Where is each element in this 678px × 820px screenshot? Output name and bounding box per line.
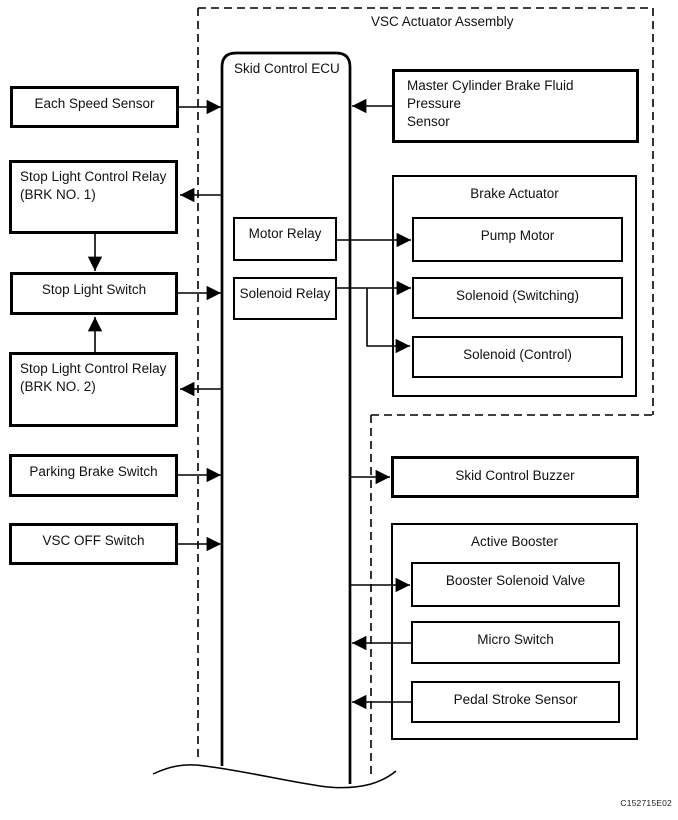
figure-code: C152715E02 xyxy=(620,798,672,808)
box-stop-light-control-relay-1: Stop Light Control Relay (BRK NO. 1) xyxy=(9,160,178,234)
box-booster-solenoid-valve: Booster Solenoid Valve xyxy=(411,562,620,607)
assembly-label: VSC Actuator Assembly xyxy=(371,14,514,29)
box-parking-brake-switch: Parking Brake Switch xyxy=(9,454,178,497)
box-each-speed-sensor: Each Speed Sensor xyxy=(10,86,179,128)
box-solenoid-control: Solenoid (Control) xyxy=(412,336,623,378)
break-wave xyxy=(152,764,397,789)
box-micro-switch: Micro Switch xyxy=(411,621,620,664)
box-solenoid-switching: Solenoid (Switching) xyxy=(412,277,623,319)
ecu-box-outline xyxy=(220,51,352,784)
box-stop-light-switch: Stop Light Switch xyxy=(10,272,178,315)
box-motor-relay: Motor Relay xyxy=(233,217,337,261)
box-solenoid-relay: Solenoid Relay xyxy=(233,277,337,320)
box-master-cylinder-pressure-sensor: Master Cylinder Brake Fluid Pressure Sen… xyxy=(392,69,639,143)
box-stop-light-control-relay-2: Stop Light Control Relay (BRK NO. 2) xyxy=(9,352,178,427)
box-pump-motor: Pump Motor xyxy=(412,217,623,262)
box-pedal-stroke-sensor: Pedal Stroke Sensor xyxy=(411,681,620,723)
box-vsc-off-switch: VSC OFF Switch xyxy=(9,523,178,565)
ecu-label: Skid Control ECU xyxy=(234,61,340,76)
box-skid-control-buzzer: Skid Control Buzzer xyxy=(391,456,639,498)
